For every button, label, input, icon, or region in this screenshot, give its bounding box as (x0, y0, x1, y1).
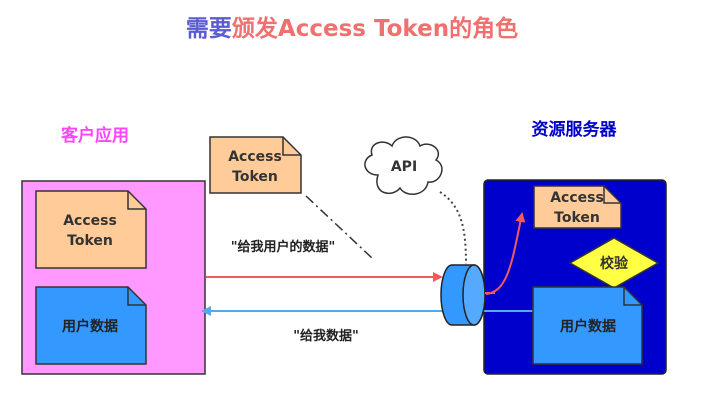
title-part1: 需要 (186, 16, 232, 42)
title-part2: 颁发Access Token的角色 (232, 15, 518, 42)
server-token-line2: Token (554, 210, 600, 226)
client-label: 客户应用 (60, 125, 129, 146)
api-label: API (391, 159, 417, 175)
diagram-title: 需要颁发Access Token的角色 (186, 15, 518, 42)
client-data-label: 用户数据 (62, 318, 118, 335)
client-token-line2: Token (67, 233, 113, 249)
server-data-doc: 用户数据 (532, 286, 643, 365)
api-dotted-line (439, 191, 467, 265)
verify-arrow (485, 212, 526, 295)
client-data-doc: 用户数据 (35, 286, 147, 365)
client-token-doc: Access Token (35, 190, 147, 269)
server-data-label: 用户数据 (560, 318, 616, 335)
verify-diamond: 校验 (568, 237, 660, 289)
server-token-line1: Access (550, 190, 604, 206)
verify-label: 校验 (600, 255, 629, 272)
api-cloud: API (364, 136, 443, 195)
server-label: 资源服务器 (532, 119, 618, 140)
floating-token-doc: Access Token (209, 136, 302, 194)
client-token-line1: Access (63, 213, 117, 229)
floating-token-line1: Access (228, 149, 282, 165)
token-dashdot-line (305, 195, 373, 259)
response-label: "给我数据" (293, 328, 359, 344)
server-token-doc: Access Token (533, 185, 622, 229)
api-connector-cylinder (440, 264, 486, 326)
request-label: "给我用户的数据" (231, 239, 336, 255)
floating-token-line2: Token (232, 169, 278, 185)
